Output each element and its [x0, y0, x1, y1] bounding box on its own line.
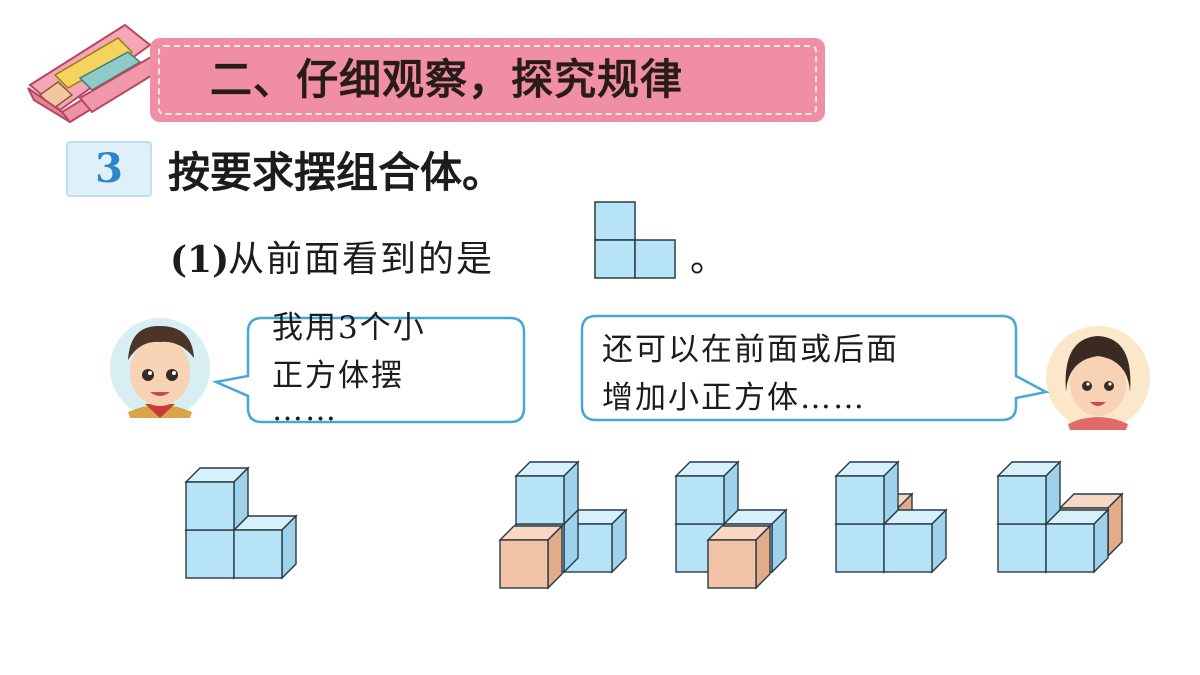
subquestion-text: 从前面看到的是: [228, 239, 495, 280]
front-view-l-shape-icon: [594, 201, 676, 279]
4-cube-front-left-icon: [499, 461, 627, 589]
4-cube-back-right-alt-icon: [997, 461, 1123, 573]
banner-dashed-border: [158, 45, 817, 115]
question-number-badge: 3: [66, 141, 152, 197]
question-title: 按要求摆组合体。: [168, 148, 505, 197]
boy-speech-line-3: ……: [272, 392, 338, 428]
boy-avatar-icon: [110, 318, 210, 418]
girl-speech-line-1: 还可以在前面或后面: [602, 332, 899, 368]
boy-speech-bubble: [211, 316, 526, 424]
4-cube-back-right-icon: [835, 461, 947, 573]
section-title: 二、仔细观察，探究规律: [210, 55, 684, 104]
4-cube-front-right-icon: [675, 461, 787, 589]
section-banner: [150, 38, 825, 122]
girl-speech-line-2: 增加小正方体……: [602, 380, 866, 416]
subquestion-number: (1): [170, 239, 230, 281]
girl-avatar-icon: [1046, 326, 1150, 430]
girl-speech-bubble: [580, 314, 1050, 422]
boy-speech-line-2: 正方体摆: [272, 358, 404, 394]
boy-speech-line-1: 我用3个小: [272, 310, 426, 346]
subquestion-period: 。: [690, 239, 727, 280]
3-cube-arrangement-icon: [185, 467, 297, 579]
